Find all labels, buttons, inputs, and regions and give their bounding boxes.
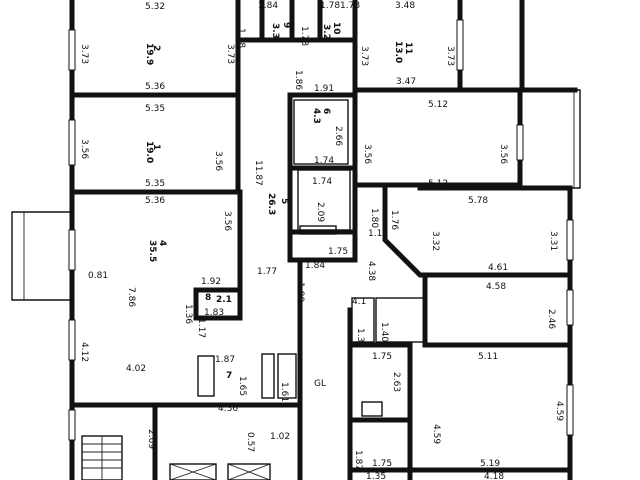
dim-label: 3.56: [213, 151, 223, 171]
dim-label: 3.56: [362, 144, 372, 164]
dim-label: 1.74: [312, 177, 332, 187]
dim-label: 4.59: [431, 424, 441, 444]
dim-label: 7.86: [126, 287, 136, 307]
dim-label: 4.58: [486, 282, 506, 292]
dim-label: 0.81: [88, 271, 108, 281]
dim-label: 4.1: [352, 297, 366, 307]
dim-label: 1.80: [295, 282, 305, 302]
dim-label: 5.36: [145, 196, 165, 206]
dim-label: 2.46: [546, 309, 556, 329]
room-number: 5: [279, 198, 289, 204]
dim-label: 5.36: [145, 82, 165, 92]
dim-label: 1.80: [369, 208, 379, 228]
dim-label: 5.35: [145, 179, 165, 189]
dim-label: GL: [314, 379, 326, 389]
dim-label: 1.35: [366, 472, 386, 480]
dim-label: 1.75: [328, 247, 348, 257]
dim-label: 1.87: [215, 355, 235, 365]
dim-label: 1.86: [293, 70, 303, 90]
dim-label: 1.76: [389, 210, 399, 230]
dim-label: 5.12: [428, 100, 448, 110]
dim-label: 11.87: [253, 160, 263, 186]
dim-label: 1.36: [183, 304, 193, 324]
room-area: 2.1: [216, 295, 232, 305]
dim-label: 4.02: [126, 364, 146, 374]
dim-label: 1.77: [257, 267, 277, 277]
dim-label: 2.66: [333, 126, 343, 146]
room-number: 9: [281, 22, 291, 28]
dim-label: 4.36: [218, 404, 238, 414]
dim-label: 1.78: [320, 1, 340, 11]
dim-label: 2.63: [391, 372, 401, 392]
dim-label: 1.11: [368, 229, 388, 239]
windows: [68, 19, 574, 441]
room-number: 6: [321, 108, 331, 114]
dim-label: 1.75: [372, 352, 392, 362]
room-area: 4.3: [311, 108, 321, 124]
dim-label: 3.73: [225, 44, 235, 64]
dim-label: 3.56: [498, 144, 508, 164]
dim-label: 1.84: [258, 1, 278, 11]
dim-label: 5.19: [480, 459, 500, 469]
dim-label: 1.87: [353, 450, 363, 470]
dim-label: 4.12: [79, 342, 89, 362]
room-number: 11: [403, 42, 413, 55]
dim-label: 1.92: [201, 277, 221, 287]
room-number: 10: [331, 22, 341, 35]
dim-label: 1.65: [237, 376, 247, 396]
room-area: 19.9: [144, 43, 154, 65]
dim-label: 4.59: [554, 401, 564, 421]
dim-label: 5.11: [478, 352, 498, 362]
dim-label: 1.17: [196, 318, 206, 338]
dim-label: 1.91: [314, 84, 334, 94]
dim-label: 1.78: [340, 1, 360, 11]
dim-label: 5.12: [428, 179, 448, 189]
dim-label: 3.47: [396, 77, 416, 87]
dim-label: 4.18: [484, 472, 504, 480]
dim-label: 1.78: [236, 28, 246, 48]
dim-label: 1.75: [372, 459, 392, 469]
room-area: 3.2: [321, 24, 331, 40]
dim-label: 1.78: [299, 26, 309, 46]
dim-label: 3.73: [445, 46, 455, 66]
dim-label: 1.74: [314, 156, 334, 166]
dim-label: 3.73: [79, 44, 89, 64]
dim-label: 1.84: [305, 261, 325, 271]
fixtures: [11, 89, 581, 480]
dim-label: 2.09: [315, 202, 325, 222]
staircase: [81, 435, 123, 480]
room-number: 2: [151, 45, 161, 51]
dim-label: 3.48: [395, 1, 415, 11]
room-area: 19.0: [144, 141, 154, 163]
dim-label: 1.02: [270, 432, 290, 442]
walls: [69, 0, 578, 480]
room-area: 13.0: [393, 41, 403, 63]
dim-label: 3.32: [430, 231, 440, 251]
dim-label: 3.56: [79, 139, 89, 159]
dim-label: 1.61: [279, 382, 289, 402]
dim-label: 5.35: [145, 104, 165, 114]
dim-label: 3.73: [359, 46, 369, 66]
room-area: 3.3: [270, 23, 280, 39]
dim-label: 4.38: [366, 261, 376, 281]
room-number: 8: [205, 293, 211, 303]
dim-label: 3.56: [222, 211, 232, 231]
dim-label: 1.83: [204, 308, 224, 318]
dim-label: 1.40: [379, 322, 389, 342]
dimension-labels: 5.32 1.84 1.78 3.48 3.73 2 19.9 3.73 9 3…: [79, 1, 564, 480]
dim-label: 4.61: [488, 263, 508, 273]
room-area: 35.5: [147, 240, 157, 262]
dim-label: 1.33: [355, 328, 365, 348]
dim-label: 5.32: [145, 2, 165, 12]
room-number: 1: [151, 144, 161, 150]
dim-label: 0.57: [245, 432, 255, 452]
room-number: 7: [226, 371, 232, 381]
room-number: 4: [157, 240, 167, 246]
dim-label: 2.09: [146, 429, 156, 449]
dim-label: 5.78: [468, 196, 488, 206]
room-area: 26.3: [266, 193, 276, 215]
dim-label: 3.31: [548, 231, 558, 251]
